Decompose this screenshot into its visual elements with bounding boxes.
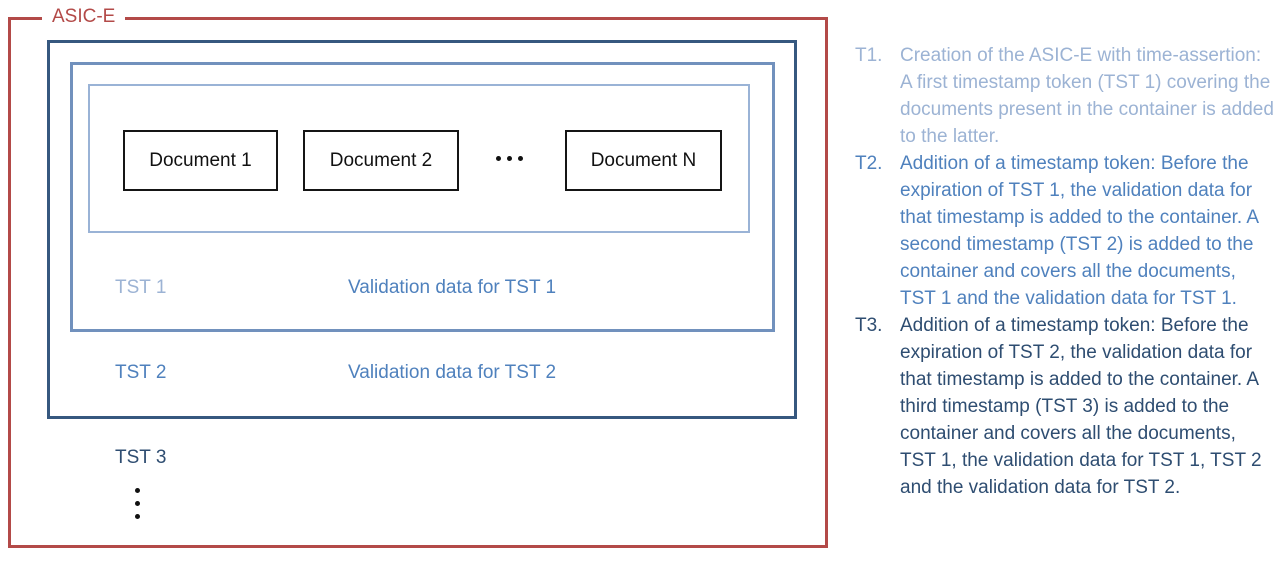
document-1-label: Document 1 [149, 149, 252, 171]
timeline-annotations: T1. Creation of the ASIC-E with time-ass… [855, 42, 1274, 501]
vertical-ellipsis-icon [135, 488, 140, 519]
horizontal-ellipsis-icon [496, 156, 523, 161]
tst2-validation-data-label: Validation data for TST 2 [348, 362, 557, 383]
timeline-t1-text: Creation of the ASIC-E with time-asserti… [900, 45, 1274, 147]
document-n-label: Document N [590, 149, 697, 171]
timeline-item-t3: T3. Addition of a timestamp token: Befor… [855, 312, 1274, 501]
tst1-label: TST 1 [115, 277, 167, 298]
tst2-label: TST 2 [115, 362, 167, 383]
timeline-item-t2: T2. Addition of a timestamp token: Befor… [855, 150, 1274, 312]
asice-label: ASIC-E [42, 4, 126, 30]
tst2-coverage-box [70, 62, 775, 332]
timeline-item-t1: T1. Creation of the ASIC-E with time-ass… [855, 42, 1274, 150]
document-n-box: Document N [565, 130, 722, 191]
document-1-box: Document 1 [123, 130, 278, 191]
tst1-coverage-box [88, 84, 750, 233]
document-2-label: Document 2 [329, 149, 433, 171]
timeline-t2-number: T2. [855, 153, 883, 174]
timeline-t3-text: Addition of a timestamp token: Before th… [900, 315, 1262, 498]
tst1-validation-data-label: Validation data for TST 1 [348, 277, 557, 298]
timeline-t2-text: Addition of a timestamp token: Before th… [900, 153, 1259, 309]
timeline-t1-number: T1. [855, 45, 883, 66]
document-2-box: Document 2 [303, 130, 459, 191]
tst3-coverage-box [47, 40, 797, 419]
asice-container-box [8, 17, 828, 548]
timeline-t3-number: T3. [855, 315, 883, 336]
tst3-label: TST 3 [115, 447, 167, 468]
